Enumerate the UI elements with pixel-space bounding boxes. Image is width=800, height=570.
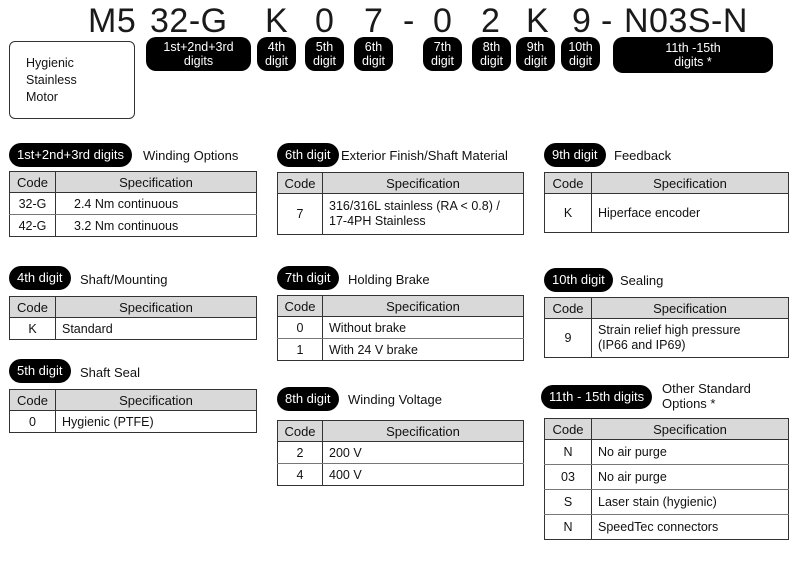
finish-digit-pill: 6th digit xyxy=(277,143,339,167)
seal-title: Shaft Seal xyxy=(80,365,140,380)
sealing-title: Sealing xyxy=(620,273,664,288)
seal-digit-pill: 5th digit xyxy=(9,359,71,383)
shaft-title: Shaft/Mounting xyxy=(80,272,168,287)
col-spec: Specification xyxy=(55,171,257,193)
other-digit-pill: 11th - 15th digits xyxy=(541,385,653,409)
table-row: 9 Strain relief high pressure (IP66 and … xyxy=(544,318,789,358)
sealing-digit-pill: 10th digit xyxy=(544,268,613,292)
shaft-digit-pill: 4th digit xyxy=(9,266,71,290)
motor-line-2: Stainless xyxy=(26,73,77,87)
motor-description-box: Hygienic Stainless Motor xyxy=(9,41,135,119)
part-digit-10: 9 xyxy=(572,2,592,40)
part-digit-6: 7 xyxy=(364,2,384,40)
part-prefix: M5 xyxy=(88,2,137,40)
winding-title: Winding Options xyxy=(143,148,239,163)
voltage-digit-pill: 8th digit xyxy=(277,387,339,411)
part-digit-7: 0 xyxy=(433,2,453,40)
feedback-digit-pill: 9th digit xyxy=(544,143,606,167)
part-dash-1: - xyxy=(403,2,415,40)
part-digit-5: 0 xyxy=(315,2,335,40)
part-digit-4: K xyxy=(265,2,289,40)
winding-digit-pill: 1st+2nd+3rd digits xyxy=(9,143,132,167)
table-row: 7 316/316L stainless (RA < 0.8) / 17-4PH… xyxy=(277,193,524,235)
part-digit-8: 2 xyxy=(481,2,501,40)
brake-digit-pill: 7th digit xyxy=(277,266,339,290)
feedback-title: Feedback xyxy=(614,148,672,163)
voltage-title: Winding Voltage xyxy=(348,392,442,407)
motor-line-3: Motor xyxy=(26,90,58,104)
part-dash-2: - xyxy=(601,2,613,40)
col-code: Code xyxy=(9,171,56,193)
brake-title: Holding Brake xyxy=(348,272,430,287)
part-digits-1-3: 32-G xyxy=(150,2,228,40)
part-digit-9: K xyxy=(526,2,550,40)
part-digits-11-15: N03S-N xyxy=(624,2,748,40)
other-title: Other Standard Options * xyxy=(662,381,751,411)
finish-title: Exterior Finish/Shaft Material xyxy=(341,148,508,163)
motor-line-1: Hygienic xyxy=(26,56,74,70)
